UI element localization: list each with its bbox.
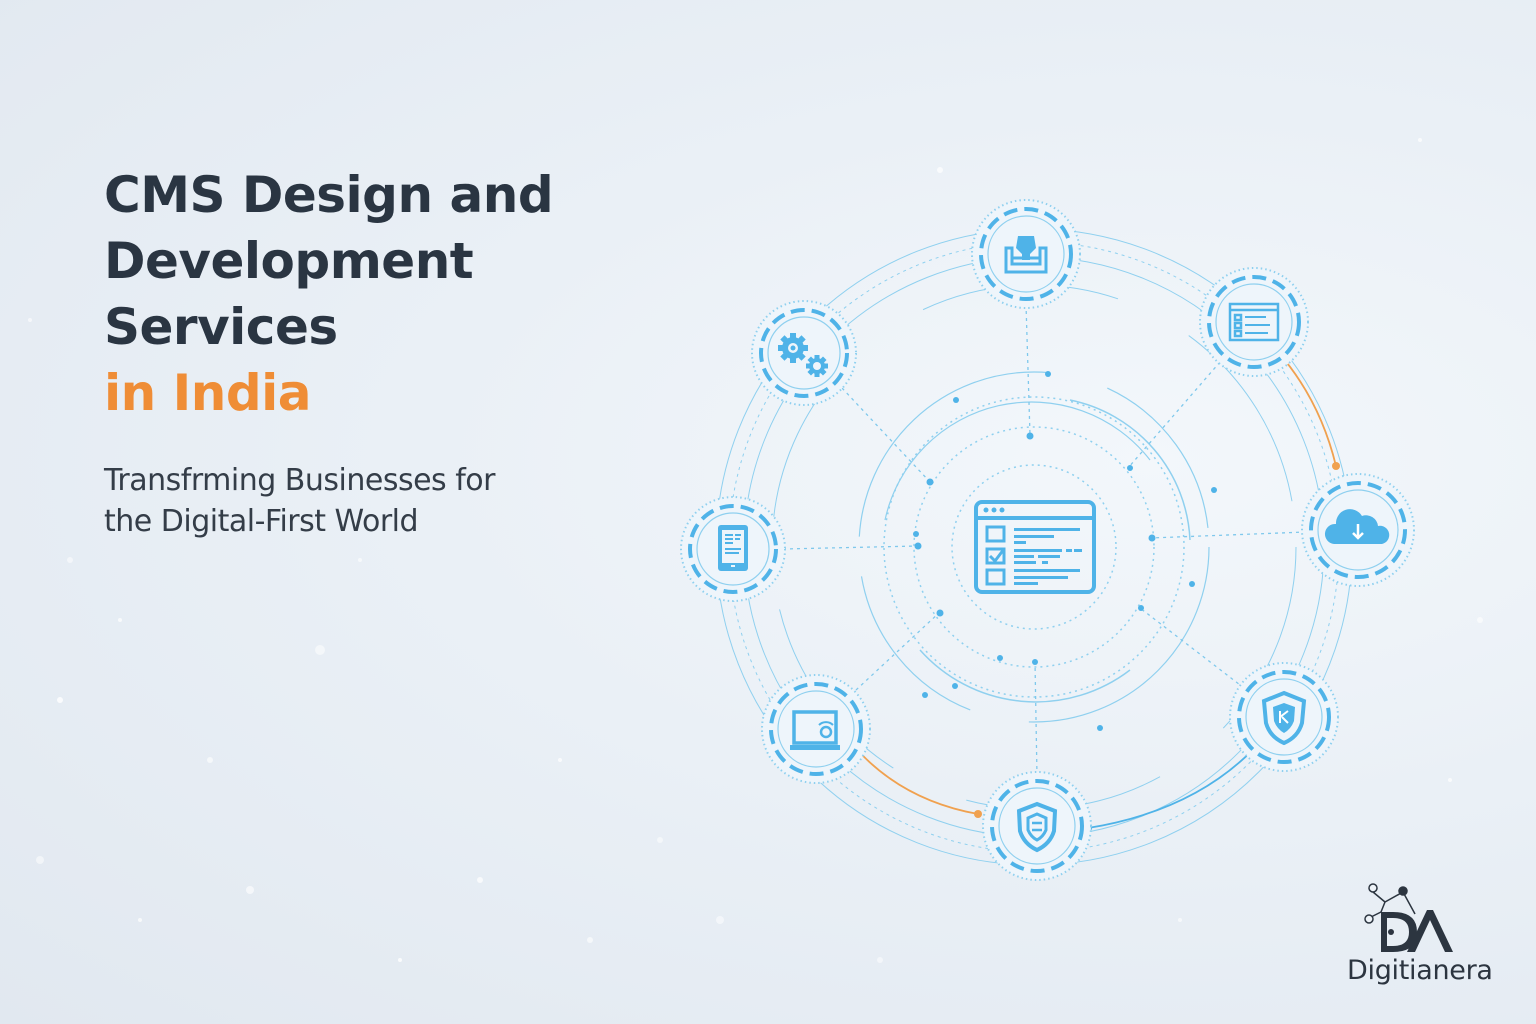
design-tool-icon [1004,236,1048,274]
node-shield[interactable] [982,771,1092,881]
node-gears[interactable] [751,300,857,406]
browser-document-icon [1228,302,1280,342]
page-headline: CMS Design and Development Services in I… [104,162,554,426]
logo-network-icon [1364,883,1416,924]
ring-inner [951,464,1117,630]
brand-logo [1364,883,1453,952]
node-laptop[interactable] [761,674,871,784]
headline-line-2: Development [104,232,474,290]
shield-icon [1016,801,1058,853]
tablet-icon [718,525,748,571]
cloud-download-icon [1324,509,1390,544]
brand-name: Digitianera [1347,955,1493,986]
headline-accent: in India [104,364,312,422]
node-design-tool[interactable] [971,199,1081,309]
headline-line-3: Services [104,298,338,356]
cms-dashboard-icon [974,500,1096,594]
logo-da-mark [1381,910,1453,952]
tagline: Transfrming Businesses for the Digital-F… [104,460,495,542]
laptop-icon [790,710,840,750]
shield-check-icon [1261,690,1307,746]
tagline-line-2: the Digital-First World [104,504,419,539]
node-cloud-download[interactable] [1301,473,1415,587]
node-browser-document[interactable] [1199,267,1309,377]
node-shield-check[interactable] [1229,662,1339,772]
tagline-line-1: Transfrming Businesses for [104,463,495,498]
headline-line-1: CMS Design and [104,166,554,224]
node-tablet[interactable] [680,496,786,602]
gears-icon [778,333,828,377]
